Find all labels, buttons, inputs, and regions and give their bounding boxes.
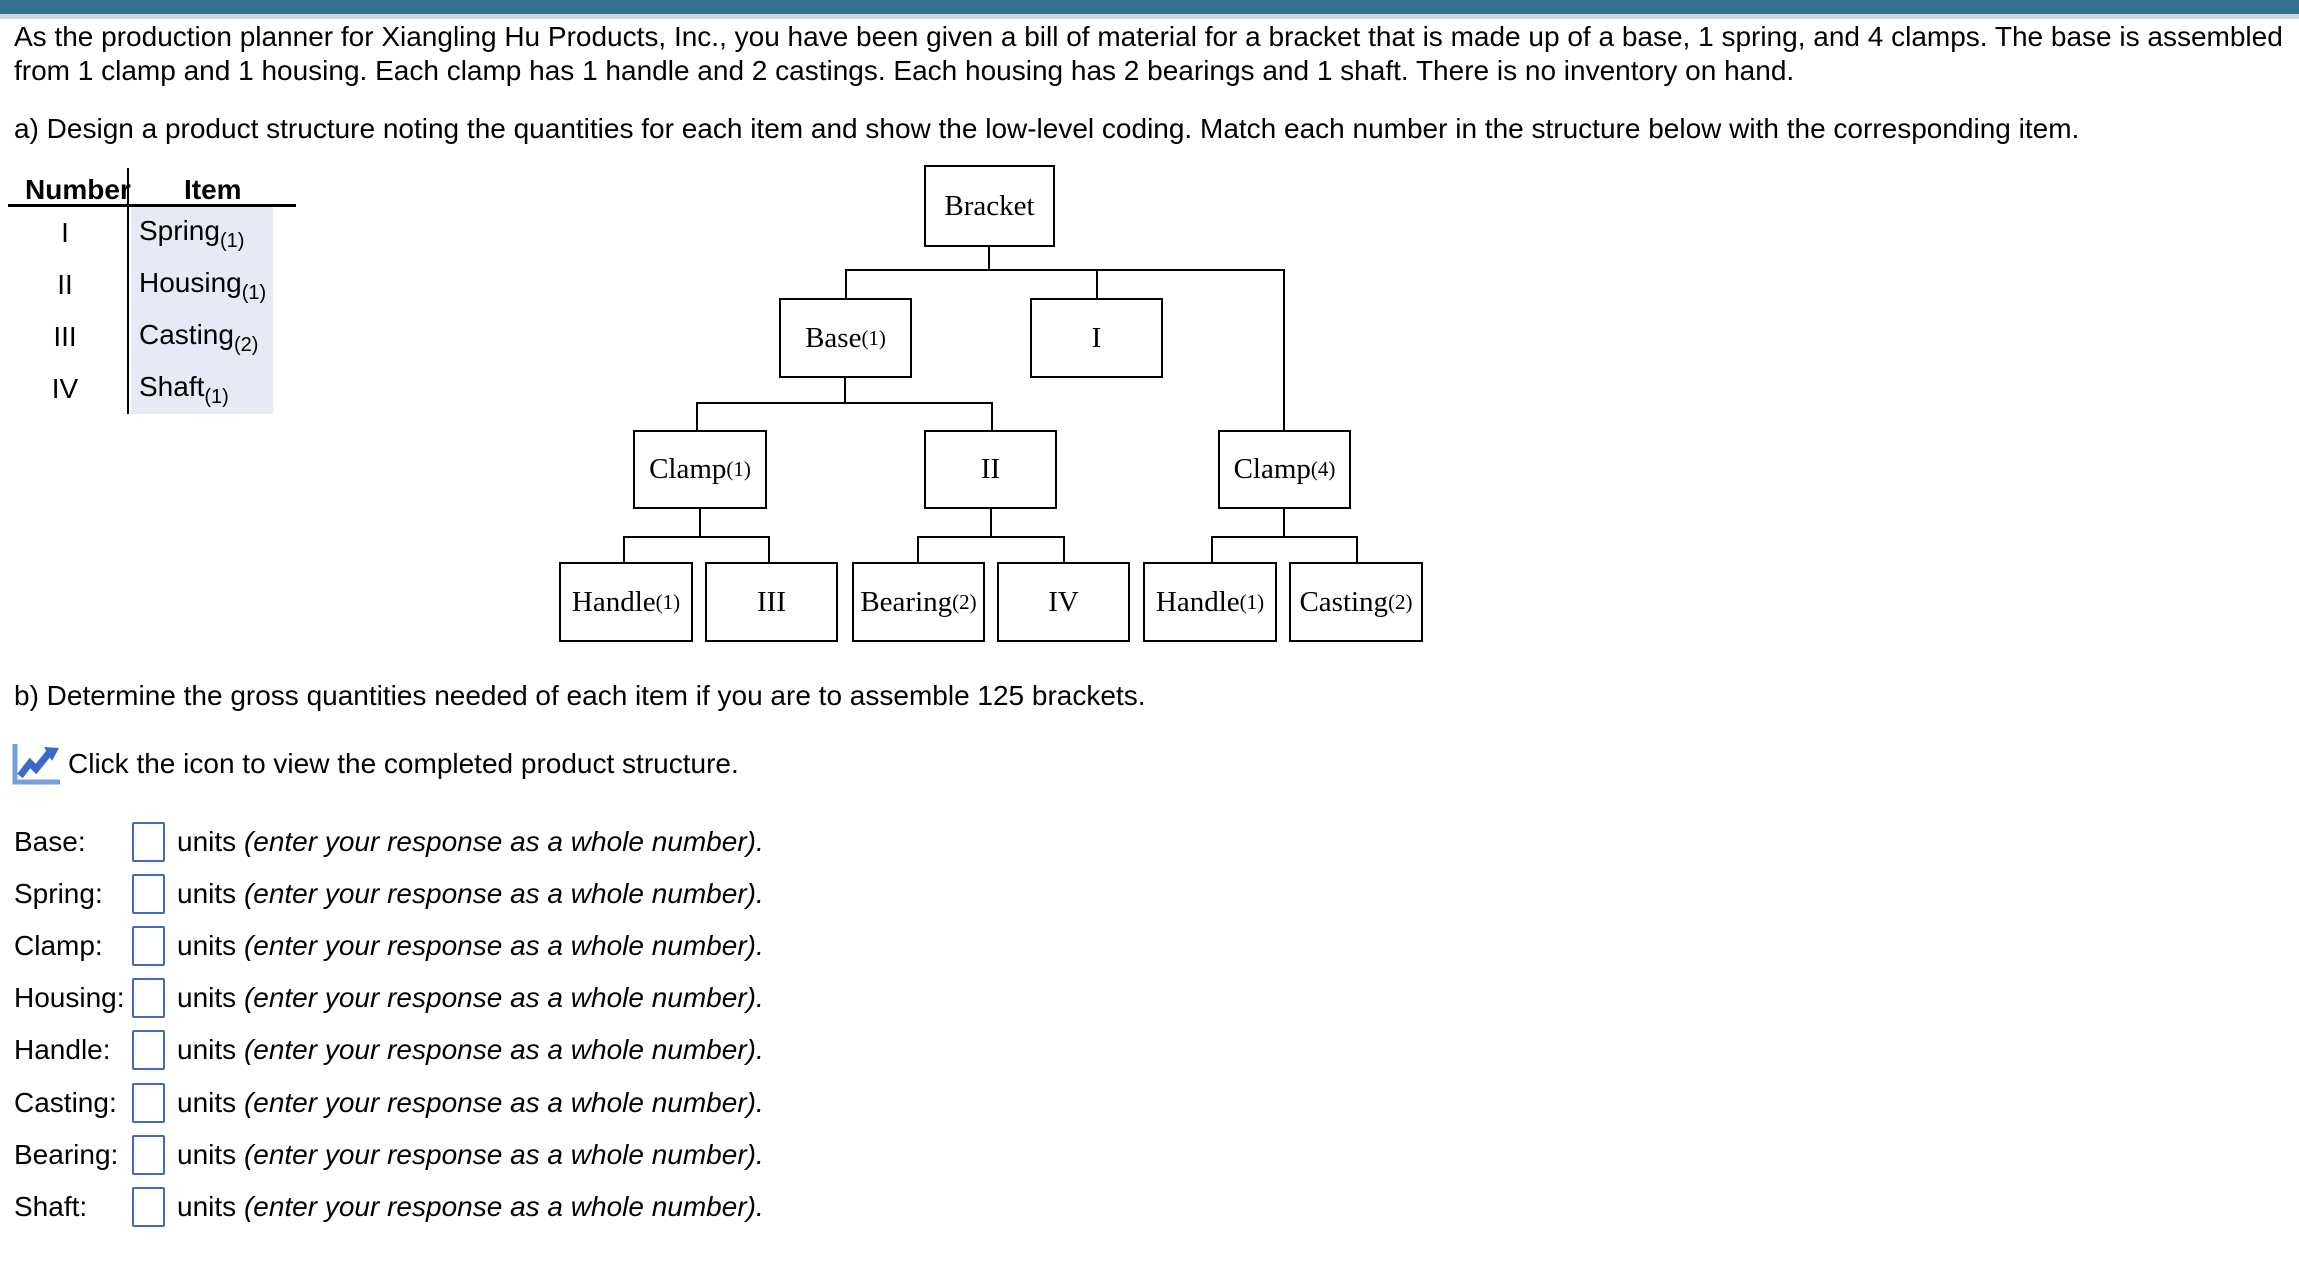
bearing-label: Bearing: [14,1139,119,1170]
icon-caption: Click the icon to view the completed pro… [68,748,739,779]
response-hint: (enter your response as a whole number). [243,878,764,909]
handle-units-input[interactable] [132,1030,165,1070]
connector-line [991,402,993,432]
spring-units-input[interactable] [132,874,165,914]
tree-node-clamp-1: Clamp(1) [633,430,767,509]
match-item-housing: Housing(1) [139,267,267,304]
response-hint: (enter your response as a whole number). [243,1191,764,1222]
problem-statement: As the production planner for Xiangling … [14,21,2283,86]
connector-line [1283,269,1285,432]
connector-line [1211,536,1358,538]
answer-row-bearing: Bearing: units (enter your response as a… [0,1129,764,1181]
connector-line [1211,536,1213,564]
connector-line [990,509,992,538]
part-a-instruction: a) Design a product structure noting the… [14,113,2080,144]
response-hint: (enter your response as a whole number). [243,826,764,857]
clamp-units-input[interactable] [132,926,165,966]
connector-line [1283,509,1285,538]
casting-label: Casting: [14,1087,117,1118]
match-item-casting: Casting(2) [139,319,259,356]
match-number-4: IV [51,373,79,404]
connector-line [845,269,847,300]
answer-row-spring: Spring: units (enter your response as a … [0,868,764,920]
tree-node-roman-II: II [924,430,1057,509]
match-table-header-item: Item [184,174,242,205]
part-b-instruction: b) Determine the gross quantities needed… [14,680,1146,711]
tree-node-roman-I: I [1030,298,1163,378]
response-hint: (enter your response as a whole number). [243,1034,764,1065]
shaft-units-input[interactable] [132,1187,165,1227]
tree-node-roman-IV: IV [997,562,1130,642]
match-number-1: I [61,217,69,248]
connector-line [699,509,701,538]
handle-label: Handle: [14,1034,111,1065]
bearing-units-input[interactable] [132,1135,165,1175]
match-item-spring: Spring(1) [139,215,245,252]
tree-node-roman-III: III [705,562,838,642]
connector-line [844,378,846,404]
match-table-header-number: Number [25,174,131,205]
tree-node-base: Base(1) [779,298,912,378]
shaft-label: Shaft: [14,1191,88,1222]
match-number-2: II [57,269,73,300]
connector-line [917,536,1065,538]
match-table-item-column-bg [131,207,273,414]
casting-units-input[interactable] [132,1083,165,1123]
match-item-shaft: Shaft(1) [139,371,229,408]
answer-row-clamp: Clamp: units (enter your response as a w… [0,920,764,972]
qty-subscript: (1) [219,230,245,252]
top-teal-bar [0,0,2299,14]
tree-node-handle-b: Handle(1) [1143,562,1277,642]
match-table-header-rule [8,204,296,207]
connector-line [623,536,770,538]
base-units-input[interactable] [132,822,165,862]
tree-node-bearing: Bearing(2) [852,562,985,642]
tree-node-clamp-4: Clamp(4) [1218,430,1351,509]
match-table-divider [127,168,129,414]
top-accent-line [0,14,2299,19]
answer-row-housing: Housing: units (enter your response as a… [0,972,764,1024]
response-hint: (enter your response as a whole number). [243,930,764,961]
spring-label: Spring: [14,878,103,909]
tree-node-handle-a: Handle(1) [559,562,693,642]
qty-subscript: (1) [241,282,267,304]
tree-node-bracket: Bracket [924,165,1055,247]
response-hint: (enter your response as a whole number). [243,982,764,1013]
answer-row-shaft: Shaft: units (enter your response as a w… [0,1181,764,1233]
answer-row-casting: Casting: units (enter your response as a… [0,1077,764,1129]
connector-line [768,536,770,564]
clamp-label: Clamp: [14,930,103,961]
connector-line [917,536,919,564]
connector-line [623,536,625,564]
connector-line [696,402,698,432]
connector-line [1356,536,1358,564]
response-hint: (enter your response as a whole number). [243,1087,764,1118]
connector-line [696,402,993,404]
match-number-3: III [53,321,77,352]
housing-units-input[interactable] [132,978,165,1018]
base-label: Base: [14,826,86,857]
answer-row-base: Base: units (enter your response as a wh… [0,816,764,868]
view-product-structure-icon[interactable] [11,743,61,786]
response-hint: (enter your response as a whole number). [243,1139,764,1170]
housing-label: Housing: [14,982,125,1013]
qty-subscript: (1) [204,386,229,408]
tree-node-casting: Casting(2) [1289,562,1423,642]
answer-row-handle: Handle: units (enter your response as a … [0,1024,764,1076]
connector-line [988,247,990,271]
connector-line [845,269,1285,271]
connector-line [1096,269,1098,300]
qty-subscript: (2) [233,334,259,356]
connector-line [1063,536,1065,564]
